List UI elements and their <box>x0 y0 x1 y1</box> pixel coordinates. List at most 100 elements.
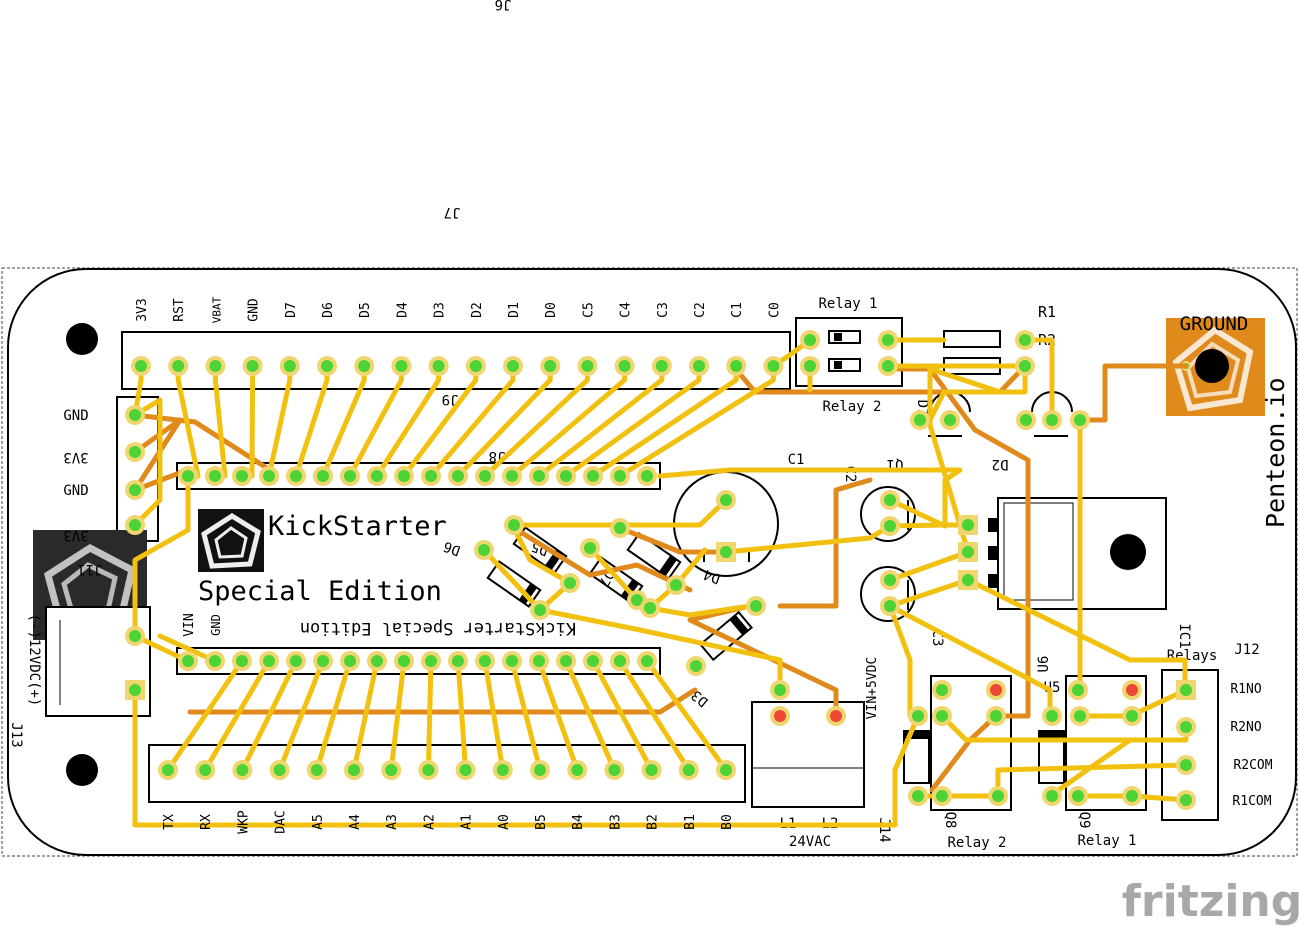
pad-hole <box>1020 414 1032 426</box>
pad-hole <box>496 764 509 776</box>
pad-hole <box>317 655 329 667</box>
j9-header <box>121 331 791 390</box>
trace <box>927 363 1028 423</box>
pad-hole <box>459 764 472 776</box>
j6-label: J6 <box>495 0 512 12</box>
gnd-label: GND <box>209 614 223 636</box>
pad-hole <box>1180 684 1192 696</box>
trace <box>644 658 729 773</box>
relay2-top-label: Relay 2 <box>822 399 881 415</box>
j13-label: J13 <box>8 722 24 747</box>
q8-label: Q8 <box>942 812 958 829</box>
pad-hole <box>804 360 816 372</box>
pin-label: RX <box>199 814 214 830</box>
trace <box>132 417 183 493</box>
trace <box>927 366 1003 555</box>
pad-hole <box>534 764 546 776</box>
pad-hole <box>290 470 302 482</box>
pad-hole <box>236 764 249 776</box>
pad-hole <box>162 764 174 776</box>
trace <box>455 658 469 773</box>
pad-hole <box>774 684 786 696</box>
pad-hole <box>936 790 948 802</box>
trace <box>509 658 543 773</box>
pad-hole <box>172 360 185 372</box>
pad-hole <box>914 414 926 426</box>
pad-hole <box>310 764 323 776</box>
kickstarter-logo-mark <box>198 509 264 572</box>
pad-hole <box>506 470 518 482</box>
trace <box>351 658 380 773</box>
pin-label: C4 <box>619 302 634 318</box>
pin-label: D1 <box>507 302 522 318</box>
pad-hole <box>1019 360 1031 372</box>
j9-label: J9 <box>442 391 459 407</box>
j7-label: J7 <box>444 204 461 220</box>
pad-hole <box>182 655 194 667</box>
d6-label: D6 <box>441 538 462 559</box>
pad-hole <box>560 470 572 482</box>
pin-label: C1 <box>730 302 745 318</box>
pad-hole <box>533 470 545 482</box>
pad-hole <box>990 710 1002 722</box>
pad-hole <box>236 470 248 482</box>
pin-label: DAC <box>274 810 289 833</box>
trace <box>511 497 729 528</box>
pin-label: D4 <box>395 302 410 318</box>
trace <box>425 658 434 773</box>
logo-title: KickStarter <box>268 511 447 542</box>
pad-hole <box>564 577 576 589</box>
pad-hole <box>1126 790 1138 802</box>
trace <box>887 577 971 609</box>
pad-hole <box>422 764 435 776</box>
pin-label: C2 <box>693 302 708 318</box>
pad-hole <box>1019 334 1031 346</box>
pad-hole <box>587 655 599 667</box>
pad-hole <box>425 470 437 482</box>
pad-hole <box>395 360 408 372</box>
pin-label: B5 <box>534 814 549 830</box>
pad-hole <box>507 360 519 372</box>
pad-hole <box>644 602 656 614</box>
pin-label: GND <box>63 483 88 499</box>
pad-hole <box>263 470 275 482</box>
pad-hole <box>645 764 658 776</box>
trace <box>165 658 245 773</box>
pad-hole <box>129 484 141 496</box>
pad-hole <box>693 360 705 372</box>
pad-hole <box>587 470 599 482</box>
pad-hole <box>432 360 445 372</box>
pin-label: 3V3 <box>63 527 88 543</box>
pad-hole <box>884 520 896 532</box>
power-in-label: (-)12VDC(+) <box>26 614 42 707</box>
pin-label: A0 <box>497 814 512 830</box>
trace <box>617 658 692 773</box>
pad-hole <box>1046 710 1058 722</box>
trace <box>132 412 273 473</box>
j12-connector <box>1161 669 1219 821</box>
pad-hole <box>129 684 141 696</box>
pad-hole <box>992 790 1004 802</box>
trace <box>132 397 163 528</box>
trace <box>277 658 326 773</box>
trace <box>563 658 617 773</box>
pad-hole <box>830 710 842 722</box>
pad-hole <box>452 470 464 482</box>
pad-hole <box>720 494 732 506</box>
logo-mirrored: KickStarter Special Edition <box>300 618 576 638</box>
r2com-label: R2COM <box>1233 758 1272 773</box>
pad-hole <box>882 360 894 372</box>
pin-label: WKP <box>236 810 251 834</box>
pin-label: D7 <box>284 302 299 318</box>
pad-hole <box>534 604 546 616</box>
pad-hole <box>1046 790 1058 802</box>
ground-label: GROUND <box>1180 313 1249 335</box>
pad-hole <box>670 579 682 591</box>
pad-hole <box>129 519 141 531</box>
pad-hole <box>682 764 695 776</box>
trace <box>887 497 948 529</box>
pad-hole <box>962 574 974 586</box>
logo-subtitle: Special Edition <box>198 576 442 607</box>
pad-hole <box>962 519 974 531</box>
